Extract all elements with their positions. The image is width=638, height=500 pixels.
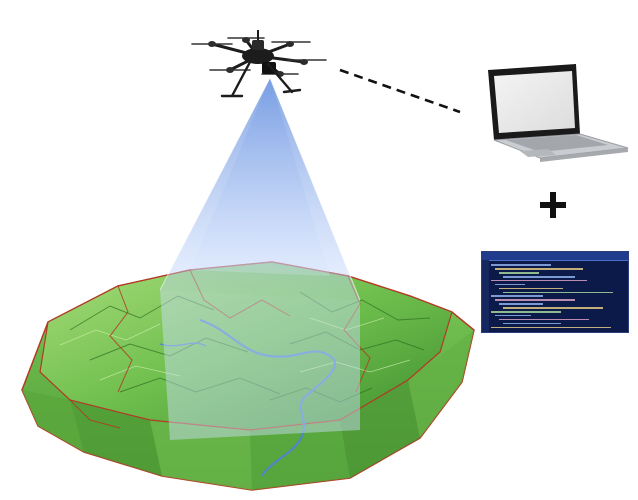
code-line-glyph	[503, 291, 613, 294]
code-line-glyph	[503, 307, 603, 309]
plus-sign	[540, 192, 566, 218]
scan-footprint	[160, 290, 360, 440]
code-line-glyph	[491, 264, 551, 266]
code-line-glyph	[495, 299, 575, 301]
code-line-glyph	[491, 310, 561, 313]
code-line-glyph	[495, 314, 531, 317]
code-line-glyph	[491, 279, 587, 282]
drone-icon	[191, 30, 327, 98]
code-line-glyph	[491, 295, 543, 298]
scan-beam	[159, 77, 361, 440]
laptop-icon	[488, 64, 629, 162]
dashed-link	[339, 68, 461, 114]
code-line-glyph	[499, 287, 563, 290]
code-line-glyph	[499, 272, 539, 274]
code-line-glyph	[495, 283, 525, 286]
code-line-glyph	[503, 322, 561, 325]
code-terminal-icon	[481, 251, 629, 333]
river	[199, 318, 337, 477]
code-line-glyph	[495, 268, 583, 270]
terminal-gutter	[482, 260, 489, 332]
terminal-code	[491, 262, 626, 330]
code-line-glyph	[491, 326, 611, 329]
code-line-glyph	[499, 303, 543, 305]
code-line-glyph	[499, 318, 589, 321]
terminal-title	[482, 252, 628, 261]
code-line-glyph	[503, 275, 575, 278]
